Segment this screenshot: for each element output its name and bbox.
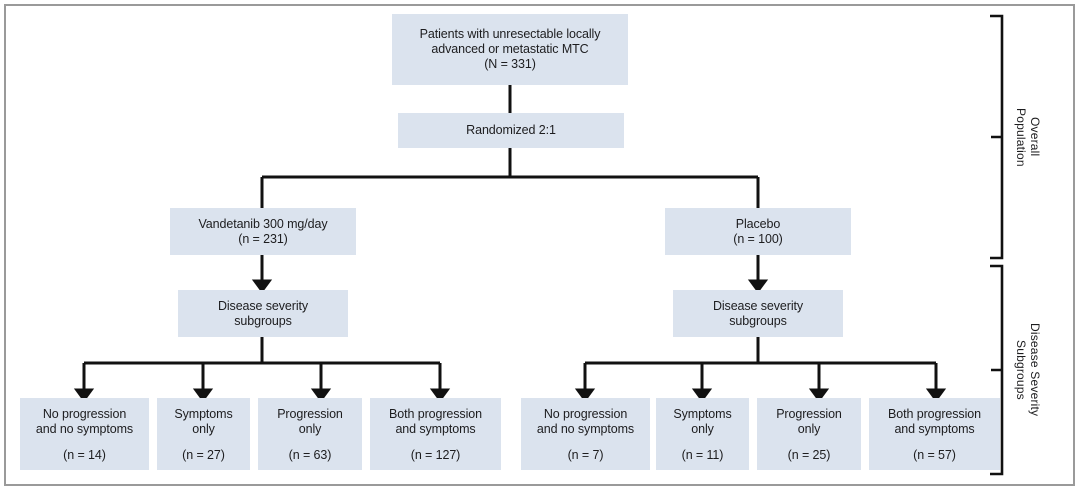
node-subgroup-placebo-progression-only: Progression only (n = 25) <box>757 398 861 470</box>
node-count: (n = 14) <box>63 448 106 462</box>
node-count: (n = 63) <box>288 448 332 462</box>
node-subgroup-vandetanib-progression-only: Progression only (n = 63) <box>258 398 362 470</box>
node-subgroup-header-placebo: Disease severity subgroups <box>673 290 843 337</box>
node-line: Progression <box>776 407 842 421</box>
node-line: only <box>797 422 821 436</box>
node-count: (n = 27) <box>182 448 225 462</box>
node-line: Patients with unresectable locally <box>419 27 601 41</box>
node-count: (N = 331) <box>484 57 536 71</box>
node-line: subgroups <box>234 313 292 328</box>
node-line: Both progression <box>389 407 482 421</box>
node-count: (n = 100) <box>733 231 783 246</box>
node-subgroup-header-vandetanib: Disease severity subgroups <box>178 290 348 337</box>
node-line: Disease severity <box>217 298 309 313</box>
node-line: and symptoms <box>894 422 975 436</box>
node-subgroup-vandetanib-both-progression-and-symptoms: Both progression and symptoms (n = 127) <box>370 398 501 470</box>
node-subgroup-vandetanib-no-progression-no-symptoms: No progression and no symptoms (n = 14) <box>20 398 149 470</box>
node-randomization: Randomized 2:1 <box>398 113 624 148</box>
node-count: (n = 7) <box>567 448 604 462</box>
node-line: Symptoms <box>673 407 732 421</box>
bracket-label-overall-population: Overall Population <box>1014 107 1042 167</box>
node-line: Progression <box>277 407 343 421</box>
node-line: Disease severity <box>712 298 804 313</box>
node-study-population: Patients with unresectable locally advan… <box>392 14 628 85</box>
node-line: only <box>691 422 714 436</box>
node-arm-placebo: Placebo (n = 100) <box>665 208 851 255</box>
node-count: (n = 11) <box>681 448 724 462</box>
node-count: (n = 231) <box>238 231 288 246</box>
node-line: and no symptoms <box>35 422 134 436</box>
node-line: only <box>298 422 322 436</box>
node-label: Vandetanib 300 mg/day <box>198 216 328 231</box>
node-subgroup-placebo-both-progression-and-symptoms: Both progression and symptoms (n = 57) <box>869 398 1000 470</box>
bracket-overall-population <box>990 14 1004 260</box>
node-line: Symptoms <box>174 407 233 421</box>
node-line: Both progression <box>888 407 981 421</box>
node-label: Randomized 2:1 <box>466 123 556 137</box>
node-line: No progression <box>543 407 628 421</box>
node-line: subgroups <box>729 313 787 328</box>
node-subgroup-placebo-symptoms-only: Symptoms only (n = 11) <box>656 398 749 470</box>
node-subgroup-vandetanib-symptoms-only: Symptoms only (n = 27) <box>157 398 250 470</box>
bracket-label-disease-severity-subgroups: Disease Severity Subgroups <box>1014 323 1042 417</box>
node-label: Placebo <box>735 216 781 231</box>
node-count: (n = 57) <box>913 448 956 462</box>
node-line: only <box>192 422 215 436</box>
node-line: and symptoms <box>395 422 476 436</box>
node-arm-vandetanib: Vandetanib 300 mg/day (n = 231) <box>170 208 356 255</box>
node-subgroup-placebo-no-progression-no-symptoms: No progression and no symptoms (n = 7) <box>521 398 650 470</box>
node-count: (n = 25) <box>787 448 831 462</box>
node-line: and no symptoms <box>536 422 635 436</box>
node-count: (n = 127) <box>410 448 461 462</box>
node-line: advanced or metastatic MTC <box>431 42 589 56</box>
bracket-disease-severity-subgroups <box>990 264 1004 476</box>
node-line: No progression <box>42 407 127 421</box>
